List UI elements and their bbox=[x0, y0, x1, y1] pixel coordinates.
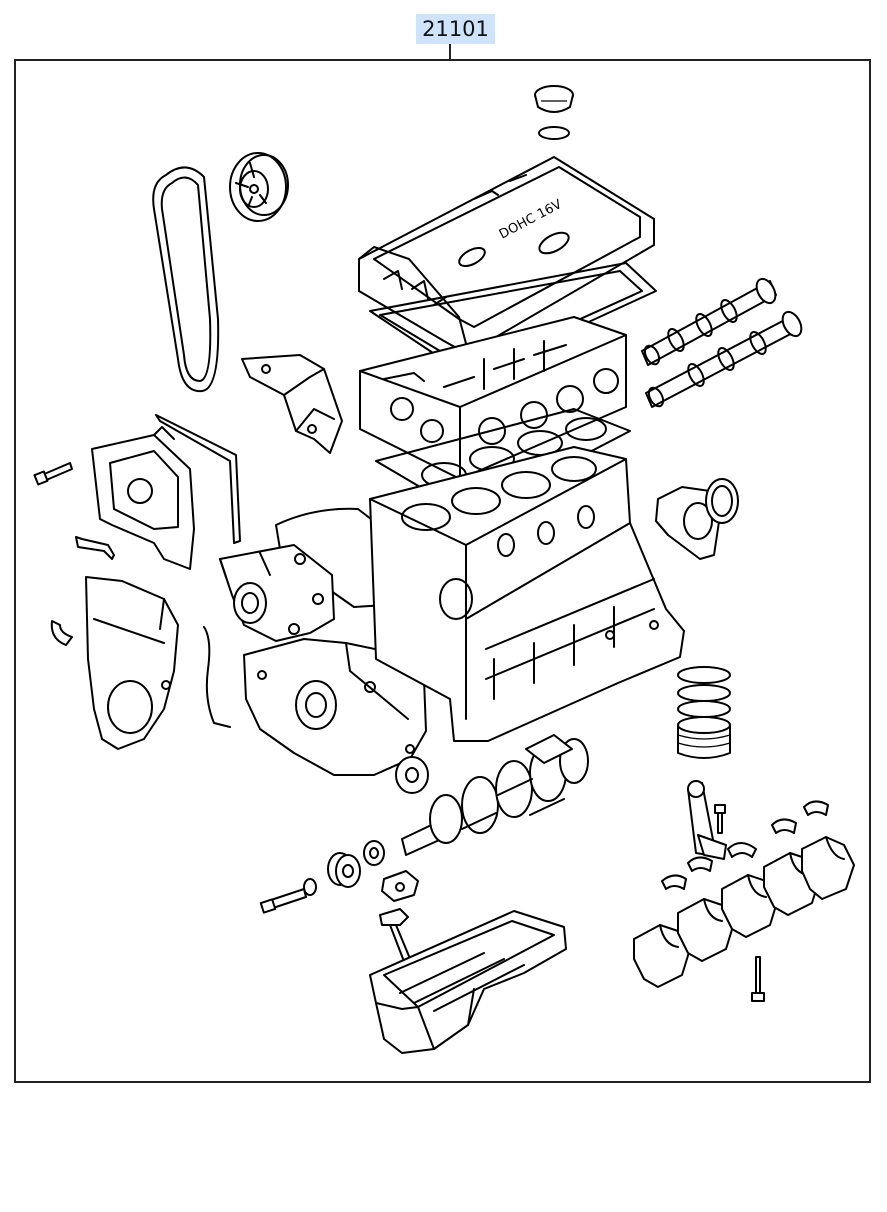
main-bearing-shells bbox=[661, 800, 829, 890]
engine-mount-bracket bbox=[241, 354, 343, 454]
crankshaft-pulley-small bbox=[395, 756, 429, 794]
part-number-21101-callout[interactable]: 21101 bbox=[416, 14, 495, 44]
timing-belt bbox=[152, 166, 220, 393]
diagram-frame bbox=[14, 59, 871, 1083]
rear-oil-seal bbox=[705, 478, 739, 524]
seal-small bbox=[75, 536, 115, 560]
water-pump-hose-line bbox=[203, 626, 231, 728]
intake-camshaft bbox=[641, 277, 777, 366]
cover-bolt bbox=[33, 462, 73, 486]
engine-exploded-diagram: DOHC 16V bbox=[33, 85, 855, 1054]
exhaust-camshaft bbox=[645, 310, 803, 408]
callout-leader-line bbox=[449, 44, 451, 60]
piston-rings bbox=[677, 666, 731, 718]
seal-clip bbox=[50, 620, 73, 646]
cylinder-block bbox=[369, 446, 685, 742]
water-pump-gasket bbox=[275, 507, 395, 608]
rod-bolt bbox=[714, 804, 726, 834]
crankshaft-washer bbox=[363, 840, 385, 866]
cylinder-head bbox=[359, 316, 627, 480]
timing-cover-upper bbox=[91, 426, 195, 570]
piston bbox=[677, 716, 731, 759]
oil-filler-cap bbox=[534, 85, 574, 140]
timing-cover-gasket bbox=[155, 414, 241, 544]
small-washer bbox=[303, 878, 317, 896]
main-bearing-caps bbox=[633, 836, 855, 988]
crankshaft bbox=[401, 734, 589, 856]
rear-oil-seal-case bbox=[655, 486, 721, 560]
cap-bolt bbox=[751, 956, 765, 1002]
camshaft-sprocket bbox=[229, 152, 289, 222]
water-pump bbox=[219, 544, 335, 642]
flange-plate bbox=[381, 870, 419, 902]
oil-pan bbox=[369, 910, 567, 1054]
connecting-rod bbox=[687, 780, 727, 860]
crankshaft-bolt bbox=[259, 888, 307, 914]
cylinder-head-cover: DOHC 16V bbox=[358, 156, 655, 356]
crankshaft-sprocket bbox=[327, 852, 361, 888]
timing-cover-lower bbox=[85, 576, 179, 750]
